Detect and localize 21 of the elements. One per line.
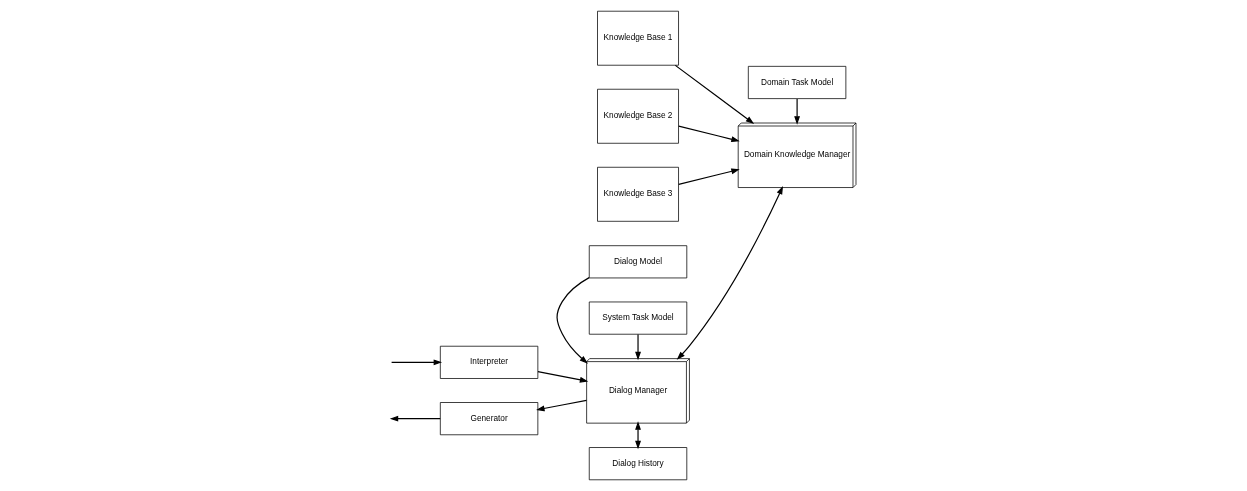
- arrow: [794, 98, 801, 125]
- arrow: [678, 125, 740, 143]
- arrow: [536, 399, 588, 412]
- arrow: [635, 421, 641, 450]
- arrow: [674, 64, 755, 124]
- arrow: [556, 277, 590, 364]
- node-box: Knowledge Base 1: [597, 10, 679, 66]
- arrow: [635, 333, 641, 361]
- node-box: System Task Model: [588, 301, 688, 335]
- node-box: Domain Task Model: [747, 66, 847, 99]
- arrow: [678, 168, 740, 185]
- node-box: Dialog History: [588, 447, 688, 481]
- node-box: Dialog Model: [588, 245, 688, 279]
- arrow: [537, 371, 589, 383]
- arrow: [389, 415, 441, 422]
- node-box: Generator: [439, 402, 539, 436]
- arrow: [391, 359, 443, 366]
- node-box: Knowledge Base 2: [597, 88, 679, 144]
- arrow: [676, 185, 783, 360]
- node-box: Knowledge Base 3: [597, 166, 679, 222]
- node-box: Interpreter: [439, 345, 539, 379]
